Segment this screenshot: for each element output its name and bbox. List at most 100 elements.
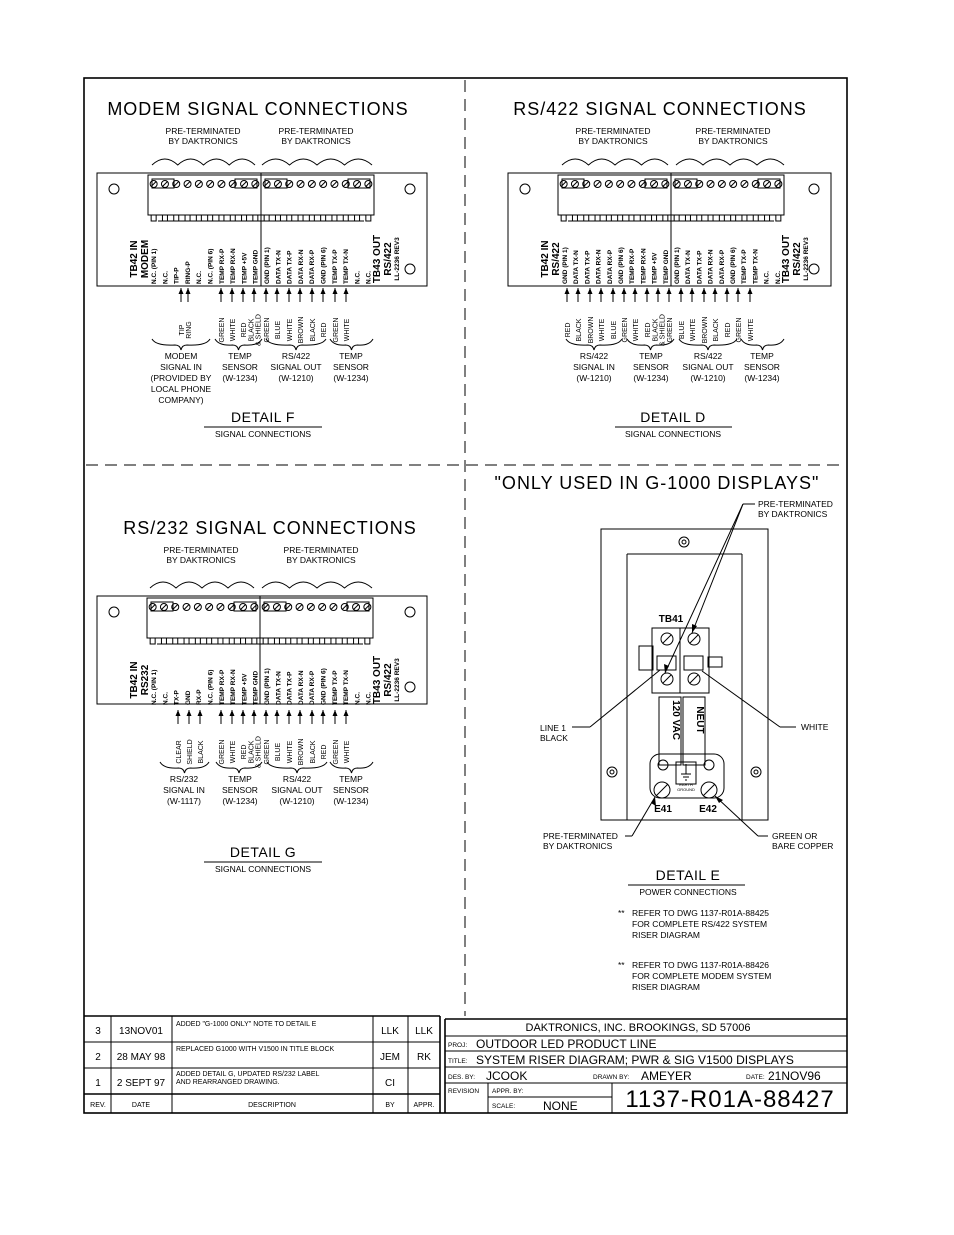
- earth-ground-text-2: GROUND: [677, 787, 695, 792]
- detail-g-pre-right-2: BY DAKTRONICS: [286, 555, 356, 565]
- wire-arrow: [178, 288, 184, 294]
- terminal-pin: [262, 637, 269, 645]
- terminal-label: N.C.: [196, 271, 203, 284]
- strip-tab: [264, 178, 288, 189]
- rev-row-2-rev: 2: [95, 1052, 101, 1063]
- screw-slot: [707, 181, 714, 187]
- mount-hole: [519, 183, 531, 195]
- tb-des: JCOOK: [486, 1069, 527, 1083]
- terminal-label: N.C.: [366, 271, 373, 284]
- detail-f-sub: SIGNAL CONNECTIONS: [215, 429, 311, 439]
- terminal-screw: [273, 180, 282, 188]
- wire-arrow: [332, 288, 338, 294]
- terminal-label: DATA RX-P: [309, 670, 316, 705]
- terminal-label: N.C. (PIN 1): [151, 249, 158, 284]
- terminal-label: TEMP RX-P: [629, 248, 636, 284]
- terminal-label: TEMP TX-N: [343, 670, 350, 705]
- terminal-pin: [673, 214, 680, 222]
- detail-f-tb-out-sub: RS/422: [383, 242, 394, 276]
- wire-color-label: RED: [241, 745, 248, 760]
- detail-e-label: DETAIL E: [656, 867, 721, 883]
- terminal-label: DATA TX-N: [573, 250, 580, 284]
- terminal-label: DATA RX-N: [708, 249, 715, 284]
- terminal-screw: [318, 603, 327, 611]
- tb41-ear-left: [638, 645, 654, 671]
- terminal-label: N.C.: [162, 692, 169, 705]
- terminal-label: DATA TX-N: [685, 250, 692, 284]
- detail-d-pre-right-2: BY DAKTRONICS: [698, 136, 768, 146]
- wire-arrow: [309, 710, 315, 716]
- mount-hole: [404, 183, 416, 195]
- rev-header-desc: DESCRIPTION: [248, 1102, 296, 1109]
- wire-color-label: & SHIELD: [256, 314, 263, 346]
- terminal-pin: [696, 214, 703, 222]
- group-caption-line: RS/422: [694, 351, 723, 361]
- terminal-label: TEMP TX-P: [741, 249, 748, 284]
- terminal-screw: [239, 603, 248, 611]
- terminal-label: GND: [185, 690, 192, 705]
- terminal-screw: [159, 603, 168, 611]
- terminal-screw: [227, 603, 236, 611]
- terminal-pin: [354, 214, 361, 222]
- terminal-screw: [341, 180, 350, 188]
- terminal-pin: [172, 637, 179, 645]
- wire-arrow: [240, 710, 246, 716]
- detail-g-terminal-board: [96, 595, 428, 705]
- white-label: WHITE: [801, 722, 829, 732]
- mount-hole-right: [750, 766, 762, 778]
- mount-hole: [808, 263, 820, 275]
- terminal-screw: [570, 180, 579, 188]
- group-caption-line: (W-1234): [744, 373, 779, 383]
- pre-bottom-1: PRE-TERMINATED: [543, 831, 618, 841]
- screw-slot: [364, 604, 371, 610]
- rev-header-rev: REV.: [90, 1102, 106, 1109]
- detail-d-title: RS/422 SIGNAL CONNECTIONS: [513, 99, 806, 119]
- detail-g-title: RS/232 SIGNAL CONNECTIONS: [123, 518, 416, 538]
- terminal-screw: [217, 180, 226, 188]
- detail-g-pre-right-1: PRE-TERMINATED: [284, 545, 359, 555]
- wire-color-label: TIP: [179, 324, 186, 335]
- ground-lug-e41: [653, 759, 671, 799]
- screw-slot: [628, 181, 635, 187]
- group-caption-line: TEMP: [750, 351, 774, 361]
- terminal-screw: [330, 180, 339, 188]
- wire-color-label: GREEN: [264, 740, 271, 765]
- terminal-label: GND (PIN 6): [730, 247, 737, 284]
- ground-symbol-frame: [675, 761, 697, 785]
- strip-tab: [674, 178, 698, 189]
- group-caption-line: TEMP: [639, 351, 663, 361]
- screw-slot: [572, 181, 578, 187]
- terminal-screw: [307, 180, 316, 188]
- tb41-label: TB41: [659, 614, 684, 625]
- terminal-screw: [729, 180, 738, 188]
- screw-slot: [342, 181, 349, 187]
- detail-d: RS/422 SIGNAL CONNECTIONS PRE-TERMINATED…: [507, 99, 832, 439]
- screw-slot: [162, 181, 168, 187]
- group-caption-line: COMPANY): [158, 395, 203, 405]
- mount-hole-left-inner: [609, 769, 615, 775]
- detail-g-tb-out-ref: LL-2236 REV3: [394, 658, 401, 702]
- tb41-screw-tl: [660, 632, 674, 646]
- group-brace: [159, 761, 210, 774]
- wire-color-label: BLACK: [310, 740, 317, 763]
- tb-scale: NONE: [543, 1099, 578, 1113]
- terminal-label: DATA RX-N: [298, 670, 305, 705]
- detail-e-sub: POWER CONNECTIONS: [639, 887, 737, 897]
- pre-bottom-2: BY DAKTRONICS: [543, 841, 613, 851]
- rev-header-row: REV. DATE DESCRIPTION BY APPR.: [90, 1102, 434, 1109]
- wire-arrow: [286, 288, 292, 294]
- terminal-screw: [672, 180, 681, 188]
- detail-e-pre-top-1: PRE-TERMINATED: [758, 499, 833, 509]
- group-caption-line: SENSOR: [333, 785, 369, 795]
- detail-d-pre-left-1: PRE-TERMINATED: [576, 126, 651, 136]
- detail-g-pre-left-brace: [149, 581, 255, 589]
- note-1-line-2: FOR COMPLETE RS/422 SYSTEM: [632, 919, 767, 929]
- screw-slot: [217, 604, 224, 610]
- line1-label-1: LINE 1: [540, 723, 566, 733]
- rev-row-1: 1 2 SEPT 97 ADDED DETAIL G, UPDATED RS/2…: [95, 1071, 395, 1089]
- terminal-pin: [296, 637, 303, 645]
